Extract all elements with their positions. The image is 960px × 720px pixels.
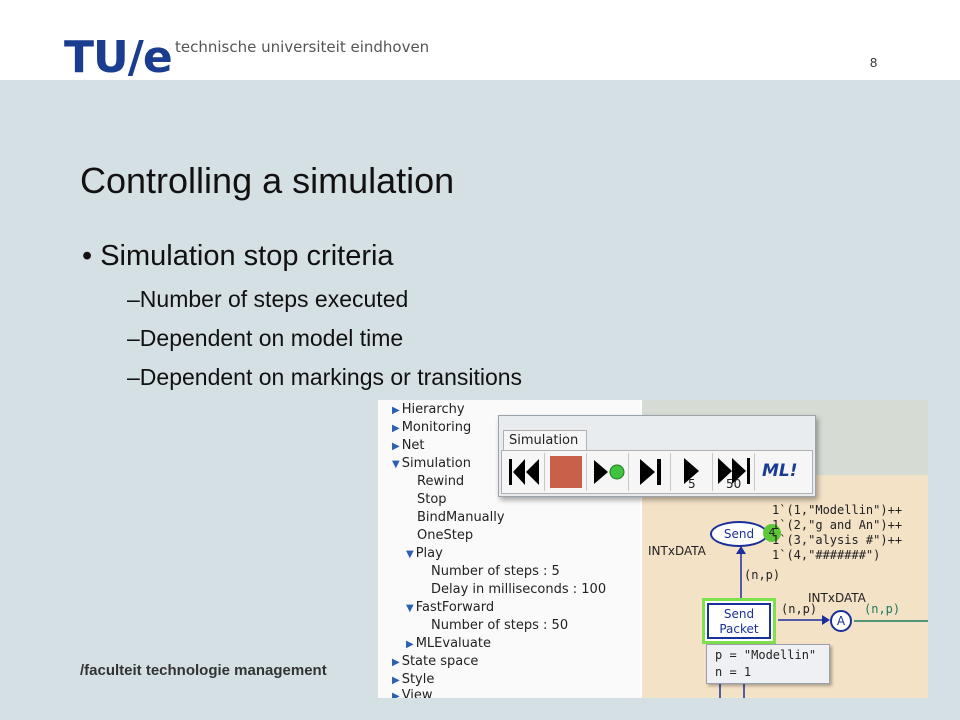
sub-bullet-time: –Dependent on model time: [127, 325, 404, 351]
tree-item-monitoring[interactable]: ▶Monitoring: [392, 419, 471, 437]
arc-label-a-out: (n,p): [864, 602, 901, 616]
transition-box: Send Packet: [707, 603, 771, 639]
collapse-arrow-icon: ▼: [406, 549, 414, 560]
sub-bullet-text: Number of steps executed: [139, 286, 409, 312]
tree-item-rewind[interactable]: Rewind: [417, 474, 465, 489]
ml-evaluate-button[interactable]: ML!: [756, 453, 806, 491]
place-send[interactable]: Send: [710, 521, 768, 547]
expand-arrow-icon: ▶: [392, 423, 400, 434]
tree-item-style[interactable]: ▶Style: [392, 671, 434, 689]
simulation-tool-palette[interactable]: Simulation: [498, 415, 816, 497]
rewind-button[interactable]: [504, 453, 545, 491]
slide-footer: /faculteit technologie management: [80, 662, 327, 679]
marking-line-3: 1`(3,"alysis #")++: [772, 533, 903, 547]
page-number: 8: [870, 55, 878, 70]
tree-item-play-steps[interactable]: Number of steps : 5: [431, 564, 560, 579]
expand-arrow-icon: ▶: [392, 441, 400, 452]
tree-item-label: View: [401, 688, 433, 698]
main-bullet-text: Simulation stop criteria: [100, 240, 394, 272]
binding-p: p = "Modellin": [715, 648, 817, 662]
tree-item-ff-steps[interactable]: Number of steps : 50: [431, 618, 569, 633]
play-steps-button[interactable]: 5: [672, 453, 713, 491]
tue-logo: TU/e: [64, 32, 173, 83]
expand-arrow-icon: ▶: [392, 405, 400, 416]
tree-item-play-delay[interactable]: Delay in milliseconds : 100: [431, 582, 607, 597]
tree-item-label: FastForward: [415, 600, 495, 615]
play-button[interactable]: [588, 453, 629, 491]
marking-line-1: 1`(1,"Modellin")++: [772, 503, 903, 517]
palette-tab-simulation[interactable]: Simulation: [503, 430, 587, 450]
stop-button[interactable]: [546, 453, 587, 491]
tree-item-label: Monitoring: [401, 420, 472, 435]
arc-label-in: (n,p): [744, 568, 781, 582]
stop-icon: [550, 456, 582, 488]
tree-item-label: Play: [415, 546, 443, 561]
tree-item-view[interactable]: ▶View: [392, 687, 433, 698]
university-name: technische universiteit eindhoven: [175, 38, 430, 56]
expand-arrow-icon: ▶: [392, 691, 400, 698]
arrow-head-icon: [822, 615, 830, 625]
transition-send-packet[interactable]: Send Packet: [702, 598, 776, 644]
ml-evaluate-icon: ML!: [762, 461, 798, 481]
tree-item-hierarchy[interactable]: ▶Hierarchy: [392, 401, 465, 419]
tree-item-mlevaluate[interactable]: ▶MLEvaluate: [406, 635, 491, 653]
tree-item-fastforward[interactable]: ▼FastForward: [406, 599, 494, 617]
tree-item-label: State space: [401, 654, 479, 669]
tree-item-label: Hierarchy: [401, 402, 465, 417]
sub-bullet-text: Dependent on markings or transitions: [139, 364, 523, 390]
tree-item-bindmanually[interactable]: BindManually: [417, 510, 505, 525]
main-bullet: • Simulation stop criteria: [82, 240, 394, 272]
collapse-arrow-icon: ▼: [392, 459, 400, 470]
arrow-head-icon: [736, 546, 746, 554]
cpn-tools-screenshot: ▶Hierarchy ▶Monitoring ▶Net ▼Simulation …: [378, 400, 928, 698]
sub-bullet-steps: –Number of steps executed: [127, 286, 409, 312]
marking-line-4: 1`(4,"#######"): [772, 548, 881, 562]
expand-arrow-icon: ▶: [406, 639, 414, 650]
expand-arrow-icon: ▶: [392, 675, 400, 686]
play-steps-count: 5: [688, 477, 696, 491]
tree-item-onestep[interactable]: OneStep: [417, 528, 474, 543]
place-a[interactable]: A: [830, 610, 852, 632]
play-icon: [594, 460, 625, 484]
sub-bullet-text: Dependent on model time: [139, 325, 404, 351]
tree-item-stop[interactable]: Stop: [417, 492, 447, 507]
arc-label-out: (n,p): [781, 602, 818, 616]
tree-item-net[interactable]: ▶Net: [392, 437, 425, 455]
tree-item-simulation[interactable]: ▼Simulation: [392, 455, 471, 473]
marking-line-2: 1`(2,"g and An")++: [772, 518, 903, 532]
binding-n: n = 1: [715, 665, 752, 679]
transition-name-line2: Packet: [719, 622, 759, 636]
step-icon: [640, 459, 661, 485]
expand-arrow-icon: ▶: [392, 657, 400, 668]
fast-forward-icon: [718, 458, 750, 484]
one-step-button[interactable]: [630, 453, 671, 491]
place-send-type: INTxDATA: [648, 544, 706, 558]
binding-tooltip: p = "Modellin" n = 1: [706, 644, 830, 684]
ff-steps-count: 50: [726, 477, 742, 491]
slide-header: TU/e technische universiteit eindhoven 8: [0, 0, 960, 80]
token-count-badge: 4: [763, 524, 781, 542]
play-icon: [684, 458, 699, 484]
tree-item-label: Net: [401, 438, 425, 453]
tree-item-label: Simulation: [401, 456, 471, 471]
tree-item-label: MLEvaluate: [415, 636, 491, 651]
rewind-icon: [509, 459, 539, 485]
collapse-arrow-icon: ▼: [406, 603, 414, 614]
sub-bullet-markings: –Dependent on markings or transitions: [127, 364, 523, 390]
tree-item-play[interactable]: ▼Play: [406, 545, 443, 563]
place-a-type: INTxDATA: [808, 591, 866, 605]
palette-body: 5 50 ML!: [501, 450, 813, 494]
transition-name-line1: Send: [723, 607, 755, 621]
fast-forward-button[interactable]: 50: [714, 453, 755, 491]
slide-title: Controlling a simulation: [80, 160, 455, 201]
tree-item-state-space[interactable]: ▶State space: [392, 653, 478, 671]
tree-item-label: Style: [401, 672, 435, 687]
